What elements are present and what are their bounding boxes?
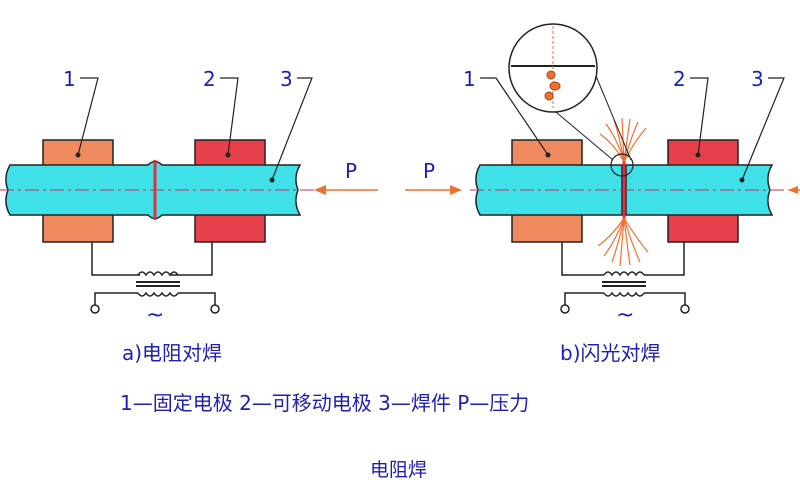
transformer-coil-bottom-a — [137, 291, 179, 297]
supply-left-b — [564, 292, 604, 305]
transformer-coil-top-b — [603, 271, 645, 277]
diagram-a: 1 2 3 P ~ a)电阻对焊 — [0, 67, 378, 365]
dot-3-a — [269, 177, 275, 183]
transformer-coil-bottom-b — [603, 291, 645, 297]
dot-3-b — [739, 177, 745, 183]
sparks-bottom-b — [597, 217, 649, 267]
ac-symbol-b: ~ — [616, 303, 634, 328]
terminal-right-b — [680, 304, 690, 314]
leader-1-b — [480, 77, 549, 156]
magnifier-small-b — [610, 153, 634, 177]
supply-right-b — [644, 292, 686, 305]
transformer-coil-top-a — [137, 271, 179, 277]
dot-1-b — [545, 152, 551, 158]
caption-a: a)电阻对焊 — [122, 341, 222, 365]
label-2-b: 2 — [673, 67, 686, 91]
force-arrowhead-b-right — [788, 186, 798, 194]
circuit-right-a — [170, 242, 213, 276]
label-3-b: 3 — [751, 67, 764, 91]
label-1-b: 1 — [463, 67, 476, 91]
caption-b: b)闪光对焊 — [560, 341, 661, 365]
force-label-a: P — [345, 159, 357, 183]
supply-right-a — [178, 292, 216, 305]
legend-text: 1—固定电极 2—可移动电极 3—焊件 P—压力 — [120, 391, 529, 415]
force-arrowhead-b-left — [450, 185, 462, 195]
supply-left-a — [94, 292, 138, 305]
sparks-top-b — [599, 117, 647, 163]
leader-3-a — [271, 77, 313, 181]
force-arrowhead-a — [314, 185, 326, 195]
force-label-b: P — [423, 159, 435, 183]
leader-3-b — [741, 77, 785, 181]
ac-symbol-a: ~ — [146, 303, 164, 328]
terminal-left-a — [90, 304, 100, 314]
leader-2-a — [220, 77, 239, 156]
label-3-a: 3 — [280, 67, 293, 91]
label-1-a: 1 — [63, 67, 76, 91]
magnified-molten-bridge-b — [544, 70, 561, 101]
circuit-left-b — [561, 242, 604, 276]
label-2-a: 2 — [203, 67, 216, 91]
dot-1-a — [75, 152, 81, 158]
terminal-right-a — [210, 304, 220, 314]
figure-title: 电阻焊 — [370, 459, 427, 481]
diagram-b: 1 2 3 P ~ b)闪光对焊 — [405, 23, 800, 365]
circuit-left-a — [91, 242, 140, 276]
circuit-right-b — [644, 242, 685, 276]
magnifier-link-right-b — [595, 75, 632, 161]
dot-2-b — [695, 152, 701, 158]
leader-1-a — [77, 77, 99, 156]
terminal-left-b — [560, 304, 570, 314]
dot-2-a — [225, 152, 231, 158]
leader-2-b — [690, 77, 709, 156]
